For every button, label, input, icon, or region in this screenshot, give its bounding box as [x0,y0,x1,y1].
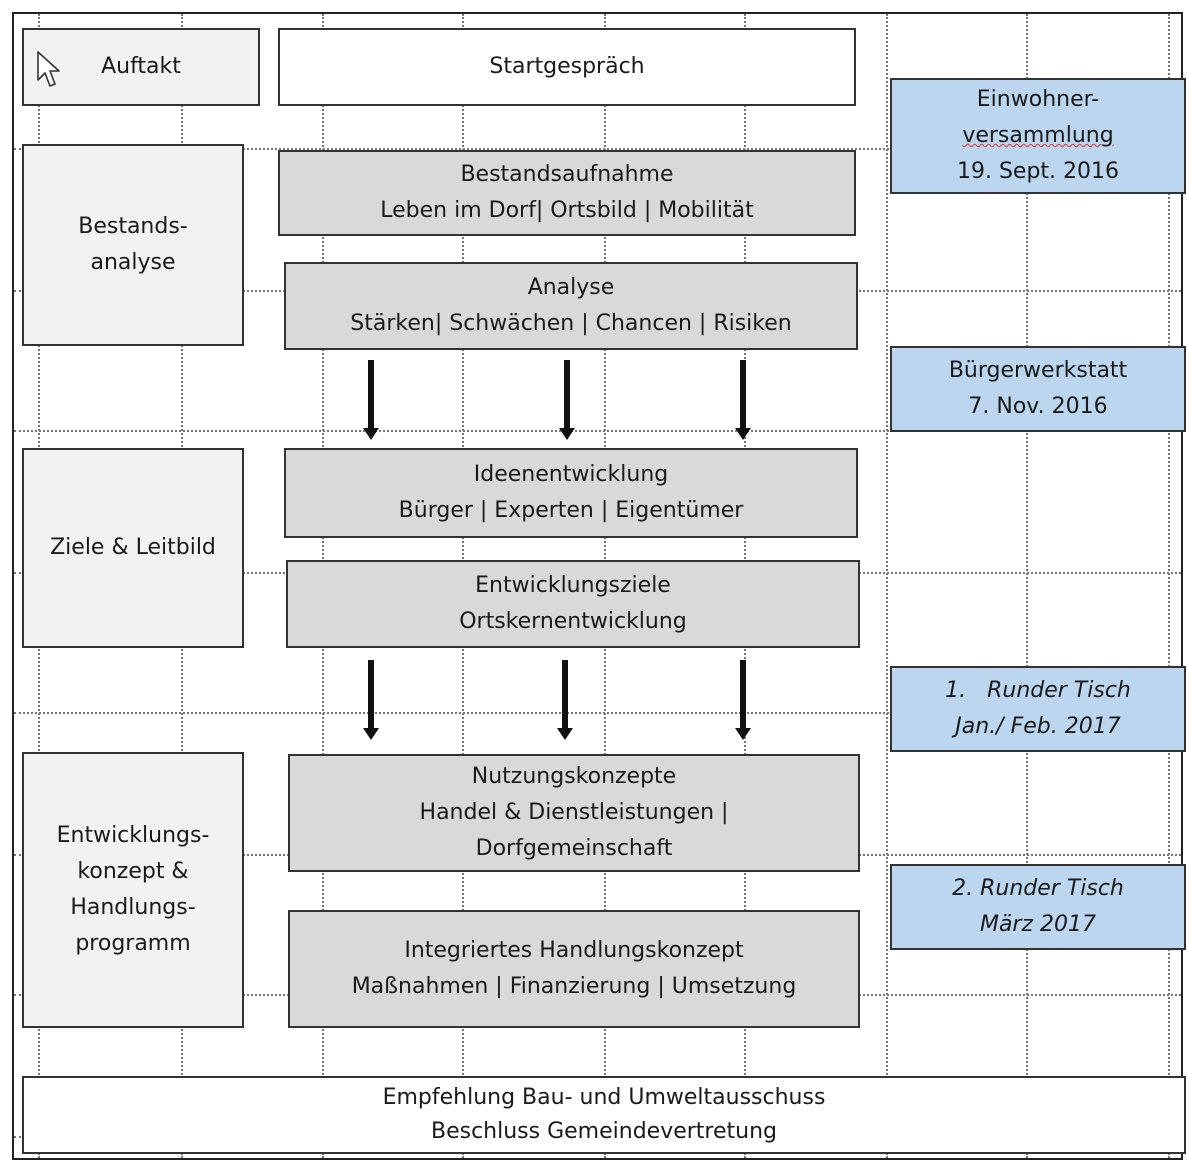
grid-line-vertical [1026,14,1028,1158]
step-entwicklungsziele: Entwicklungsziele Ortskernentwicklung [286,560,860,648]
step-nutzungskonzepte-detail: Dorfgemeinschaft [475,836,673,861]
event-runder-tisch-1-date: Jan./ Feb. 2017 [955,714,1121,739]
step-bestandsaufnahme-title: Bestandsaufnahme [460,162,674,187]
phase-bestandsanalyse-line: analyse [90,250,176,275]
step-handlungskonzept-title: Integriertes Handlungskonzept [404,938,744,963]
down-arrow [559,360,575,440]
step-beschluss-line: Beschluss Gemeindevertretung [430,1119,777,1144]
grid-line-vertical [1168,14,1170,1158]
down-arrow [557,660,573,740]
event-buergerwerkstatt: Bürgerwerkstatt 7. Nov. 2016 [890,346,1186,432]
step-bestandsaufnahme: Bestandsaufnahme Leben im Dorf| Ortsbild… [278,150,856,236]
step-nutzungskonzepte: Nutzungskonzepte Handel & Dienstleistung… [288,754,860,872]
step-handlungskonzept: Integriertes Handlungskonzept Maßnahmen … [288,910,860,1028]
grid-line-horizontal [14,712,1181,714]
step-startgespraech-label: Startgespräch [489,54,645,79]
grid-line-horizontal [14,430,1181,432]
phase-entwicklung-line: programm [75,931,191,956]
step-analyse-detail: Stärken| Schwächen | Chancen | Risiken [350,311,792,336]
step-entwicklungsziele-detail: Ortskernentwicklung [459,609,687,634]
event-einwohnerversammlung-date: 19. Sept. 2016 [956,159,1120,184]
step-analyse: Analyse Stärken| Schwächen | Chancen | R… [284,262,858,350]
phase-entwicklungskonzept: Entwicklungs- konzept & Handlungs- progr… [22,752,244,1028]
phase-bestandsanalyse: Bestands- analyse [22,144,244,346]
step-empfehlung-line: Empfehlung Bau- und Umweltausschuss [382,1085,826,1110]
phase-ziele-label: Ziele & Leitbild [50,535,216,560]
step-ideenentwicklung-title: Ideenentwicklung [473,462,669,487]
step-ideenentwicklung-detail: Bürger | Experten | Eigentümer [398,498,744,523]
step-entwicklungsziele-title: Entwicklungsziele [475,573,671,598]
event-buergerwerkstatt-date: 7. Nov. 2016 [968,394,1108,419]
phase-ziele-leitbild: Ziele & Leitbild [22,448,244,648]
grid-line-horizontal [14,148,1181,150]
step-handlungskonzept-detail: Maßnahmen | Finanzierung | Umsetzung [351,974,797,999]
phase-entwicklung-line: Handlungs- [70,895,196,920]
event-runder-tisch-1: 1. Runder Tisch Jan./ Feb. 2017 [890,666,1186,752]
down-arrow [363,660,379,740]
event-runder-tisch-2: 2. Runder Tisch März 2017 [890,864,1186,950]
mouse-pointer-icon [37,51,60,87]
event-einwohnerversammlung-line: versammlung [962,123,1114,148]
step-nutzungskonzepte-detail: Handel & Dienstleistungen | [419,800,729,825]
step-ideenentwicklung: Ideenentwicklung Bürger | Experten | Eig… [284,448,858,538]
step-nutzungskonzepte-title: Nutzungskonzepte [471,764,677,789]
grid-line-vertical [886,14,888,1158]
event-runder-tisch-2-date: März 2017 [979,912,1097,937]
down-arrow [735,660,751,740]
event-runder-tisch-1-title: 1. Runder Tisch [945,678,1131,703]
phase-entwicklung-line: konzept & [77,859,189,884]
event-runder-tisch-2-title: 2. Runder Tisch [952,876,1124,901]
phase-bestandsanalyse-line: Bestands- [78,214,188,239]
step-analyse-title: Analyse [527,275,615,300]
phase-auftakt-label: Auftakt [101,54,181,79]
diagram-frame [12,12,1183,1160]
phase-auftakt: Auftakt [22,28,260,106]
down-arrow [735,360,751,440]
down-arrow [363,360,379,440]
step-startgespraech: Startgespräch [278,28,856,106]
event-einwohnerversammlung-line: Einwohner- [976,87,1100,112]
event-buergerwerkstatt-title: Bürgerwerkstatt [948,358,1128,383]
step-bestandsaufnahme-detail: Leben im Dorf| Ortsbild | Mobilität [380,198,754,223]
event-einwohnerversammlung: Einwohner- versammlung 19. Sept. 2016 [890,78,1186,194]
step-empfehlung-beschluss: Empfehlung Bau- und Umweltausschuss Besc… [22,1076,1186,1154]
phase-entwicklung-line: Entwicklungs- [56,823,210,848]
